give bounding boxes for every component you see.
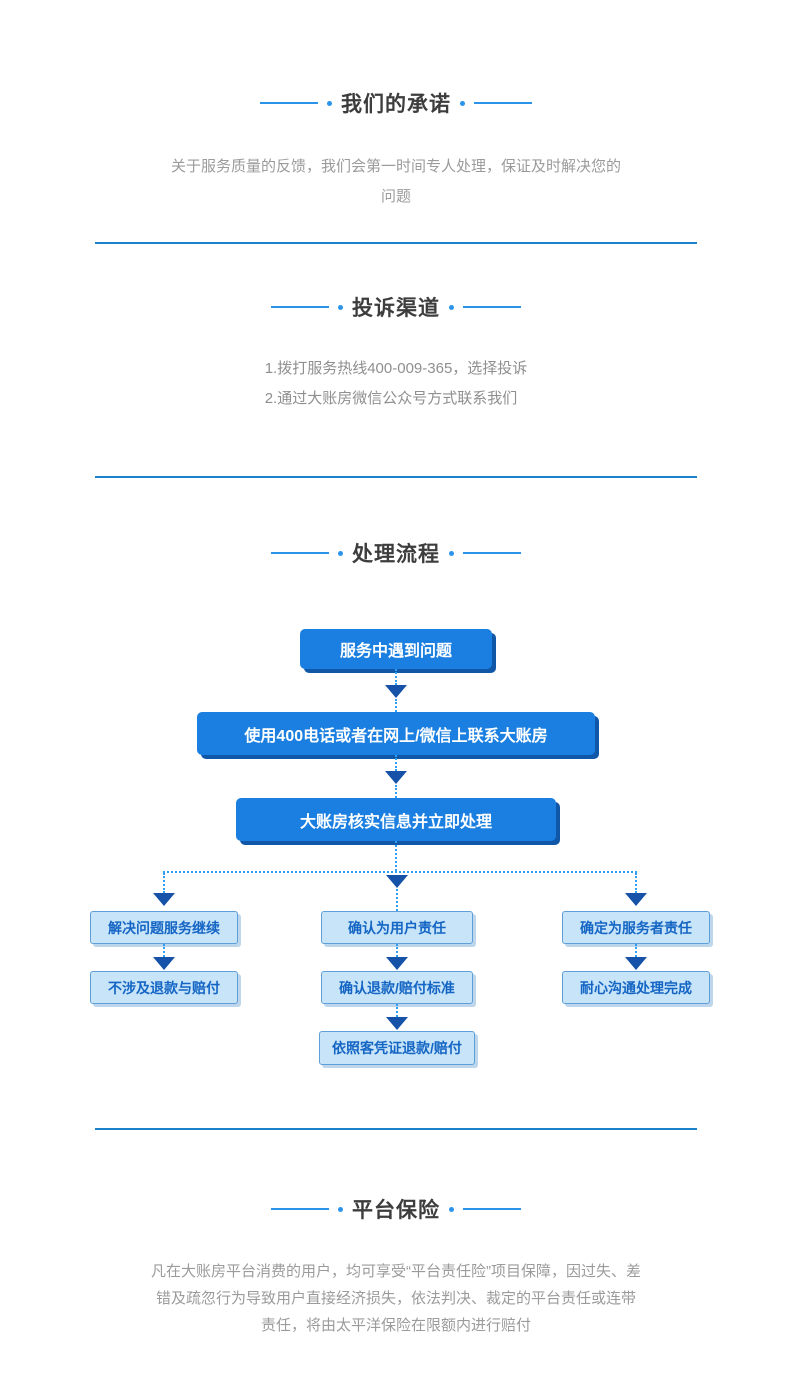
- channel-item-wechat: 2.通过大账房微信公众号方式联系我们: [264, 390, 518, 407]
- flow-branch-right-1: 确定为服务者责任: [562, 911, 710, 944]
- title-line-right: [463, 552, 521, 554]
- process-title: 处理流程: [352, 543, 440, 566]
- connector-dash: [395, 841, 397, 871]
- section-insurance: 平台保险 凡在大账房平台消费的用户，均可享受“平台责任险”项目保障，因过失、差错…: [0, 1194, 792, 1339]
- arrow-down-icon: [386, 875, 408, 888]
- insurance-description: 凡在大账房平台消费的用户，均可享受“平台责任险”项目保障，因过失、差错及疏忽行为…: [151, 1263, 641, 1334]
- connector-dash: [635, 944, 637, 957]
- process-title-row: 处理流程: [0, 538, 792, 568]
- insurance-title-row: 平台保险: [0, 1194, 792, 1224]
- divider: [95, 242, 697, 244]
- promise-title: 我们的承诺: [341, 93, 451, 116]
- title-line-right: [463, 306, 521, 308]
- branch-split-line: [163, 871, 637, 873]
- connector-dash: [395, 669, 397, 685]
- title-line-left: [260, 102, 318, 104]
- connector-dash: [635, 873, 637, 893]
- flow-step-contact: 使用400电话或者在网上/微信上联系大账房: [197, 712, 595, 755]
- connector-dash: [395, 755, 397, 771]
- channel-list: 1.拨打服务热线400-009-365，选择投诉 2.通过大账房微信公众号方式联…: [265, 354, 528, 414]
- title-dot-left: [338, 550, 343, 556]
- channels-title: 投诉渠道: [352, 297, 440, 320]
- title-dot-left: [338, 304, 343, 310]
- title-dot-left: [327, 100, 332, 106]
- arrow-down-icon: [386, 1017, 408, 1030]
- title-line-left: [271, 306, 329, 308]
- flow-step-verify: 大账房核实信息并立即处理: [236, 798, 556, 841]
- connector-dash: [395, 699, 397, 712]
- channels-title-row: 投诉渠道: [0, 292, 792, 322]
- section-promise: 我们的承诺 关于服务质量的反馈，我们会第一时间专人处理，保证及时解决您的问题: [0, 0, 792, 212]
- arrow-down-icon: [625, 957, 647, 970]
- insurance-title: 平台保险: [352, 1199, 440, 1222]
- promise-title-row: 我们的承诺: [0, 88, 792, 118]
- connector-dash: [163, 873, 165, 893]
- connector-dash: [396, 889, 398, 911]
- flowchart: 服务中遇到问题 使用400电话或者在网上/微信上联系大账房 大账房核实信息并立即…: [0, 624, 792, 1070]
- arrow-down-icon: [385, 685, 407, 698]
- flow-branch-left-1: 解决问题服务继续: [90, 911, 238, 944]
- connector-dash: [395, 785, 397, 798]
- flow-branch-left-2: 不涉及退款与赔付: [90, 971, 238, 1004]
- flow-branch-mid-2: 确认退款/赔付标准: [321, 971, 473, 1004]
- title-line-left: [271, 1208, 329, 1210]
- title-dot-right: [449, 1206, 454, 1212]
- section-channels: 投诉渠道 1.拨打服务热线400-009-365，选择投诉 2.通过大账房微信公…: [0, 292, 792, 414]
- divider: [95, 476, 697, 478]
- connector-dash: [396, 1004, 398, 1017]
- flow-branch-mid-1: 确认为用户责任: [321, 911, 473, 944]
- section-process: 处理流程 服务中遇到问题 使用400电话或者在网上/微信上联系大账房 大账房核实…: [0, 538, 792, 1070]
- arrow-down-icon: [153, 893, 175, 906]
- title-dot-right: [460, 100, 465, 106]
- arrow-down-icon: [625, 893, 647, 906]
- promise-description: 关于服务质量的反馈，我们会第一时间专人处理，保证及时解决您的问题: [170, 158, 621, 205]
- channel-item-hotline: 1.拨打服务热线400-009-365，选择投诉: [264, 360, 528, 377]
- title-line-left: [271, 552, 329, 554]
- arrow-down-icon: [385, 771, 407, 784]
- connector-dash: [163, 944, 165, 957]
- arrow-down-icon: [153, 957, 175, 970]
- title-dot-left: [338, 1206, 343, 1212]
- title-line-right: [474, 102, 532, 104]
- title-line-right: [463, 1208, 521, 1210]
- flow-branch-mid-3: 依照客凭证退款/赔付: [319, 1031, 475, 1065]
- title-dot-right: [449, 304, 454, 310]
- flow-step-problem: 服务中遇到问题: [300, 629, 492, 669]
- connector-dash: [396, 944, 398, 957]
- flow-branch-right-2: 耐心沟通处理完成: [562, 971, 710, 1004]
- arrow-down-icon: [386, 957, 408, 970]
- divider: [95, 1128, 697, 1130]
- title-dot-right: [449, 550, 454, 556]
